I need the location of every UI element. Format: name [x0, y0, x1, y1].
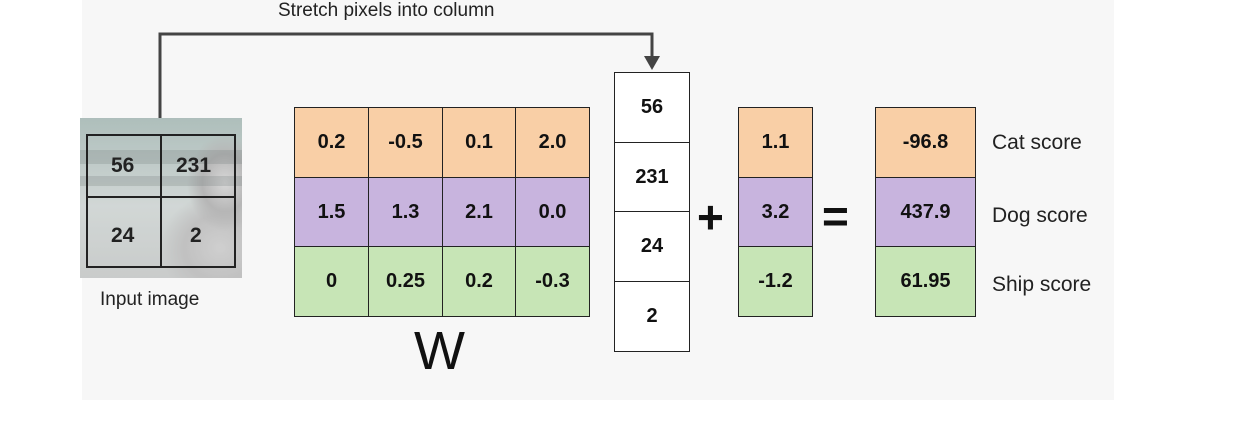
plus-sign: + [697, 190, 724, 244]
weight-matrix-label: W [414, 320, 465, 382]
weight-cell: 0.2 [294, 107, 369, 178]
score-cell: -96.8 [875, 107, 976, 178]
equals-sign: = [822, 189, 849, 243]
dog-score-label: Dog score [992, 204, 1088, 228]
bias-cell: -1.2 [738, 246, 813, 317]
weight-cell: 0.25 [368, 246, 443, 317]
score-cell: 437.9 [875, 177, 976, 247]
weight-cell: 1.5 [294, 177, 369, 247]
weight-cell: 0.1 [442, 107, 516, 178]
weight-cell: 2.1 [442, 177, 516, 247]
column-cell: 56 [614, 72, 690, 143]
weight-cell: -0.5 [368, 107, 443, 178]
pixel-value: 56 [111, 154, 134, 178]
pixel-value: 2 [190, 224, 202, 248]
ship-score-label: Ship score [992, 273, 1091, 297]
bias-cell: 1.1 [738, 107, 813, 178]
weight-cell: 0 [294, 246, 369, 317]
score-cell: 61.95 [875, 246, 976, 317]
pixel-value: 24 [111, 224, 134, 248]
column-cell: 231 [614, 142, 690, 212]
column-cell: 2 [614, 281, 690, 352]
weight-cell: -0.3 [515, 246, 590, 317]
weight-cell: 0.2 [442, 246, 516, 317]
cat-score-label: Cat score [992, 131, 1082, 155]
input-image-label: Input image [100, 289, 199, 311]
bias-cell: 3.2 [738, 177, 813, 247]
input-image: 56 231 24 2 [80, 118, 242, 278]
weight-cell: 0.0 [515, 177, 590, 247]
pixel-value: 231 [176, 154, 211, 178]
weight-cell: 1.3 [368, 177, 443, 247]
weight-cell: 2.0 [515, 107, 590, 178]
column-cell: 24 [614, 211, 690, 282]
